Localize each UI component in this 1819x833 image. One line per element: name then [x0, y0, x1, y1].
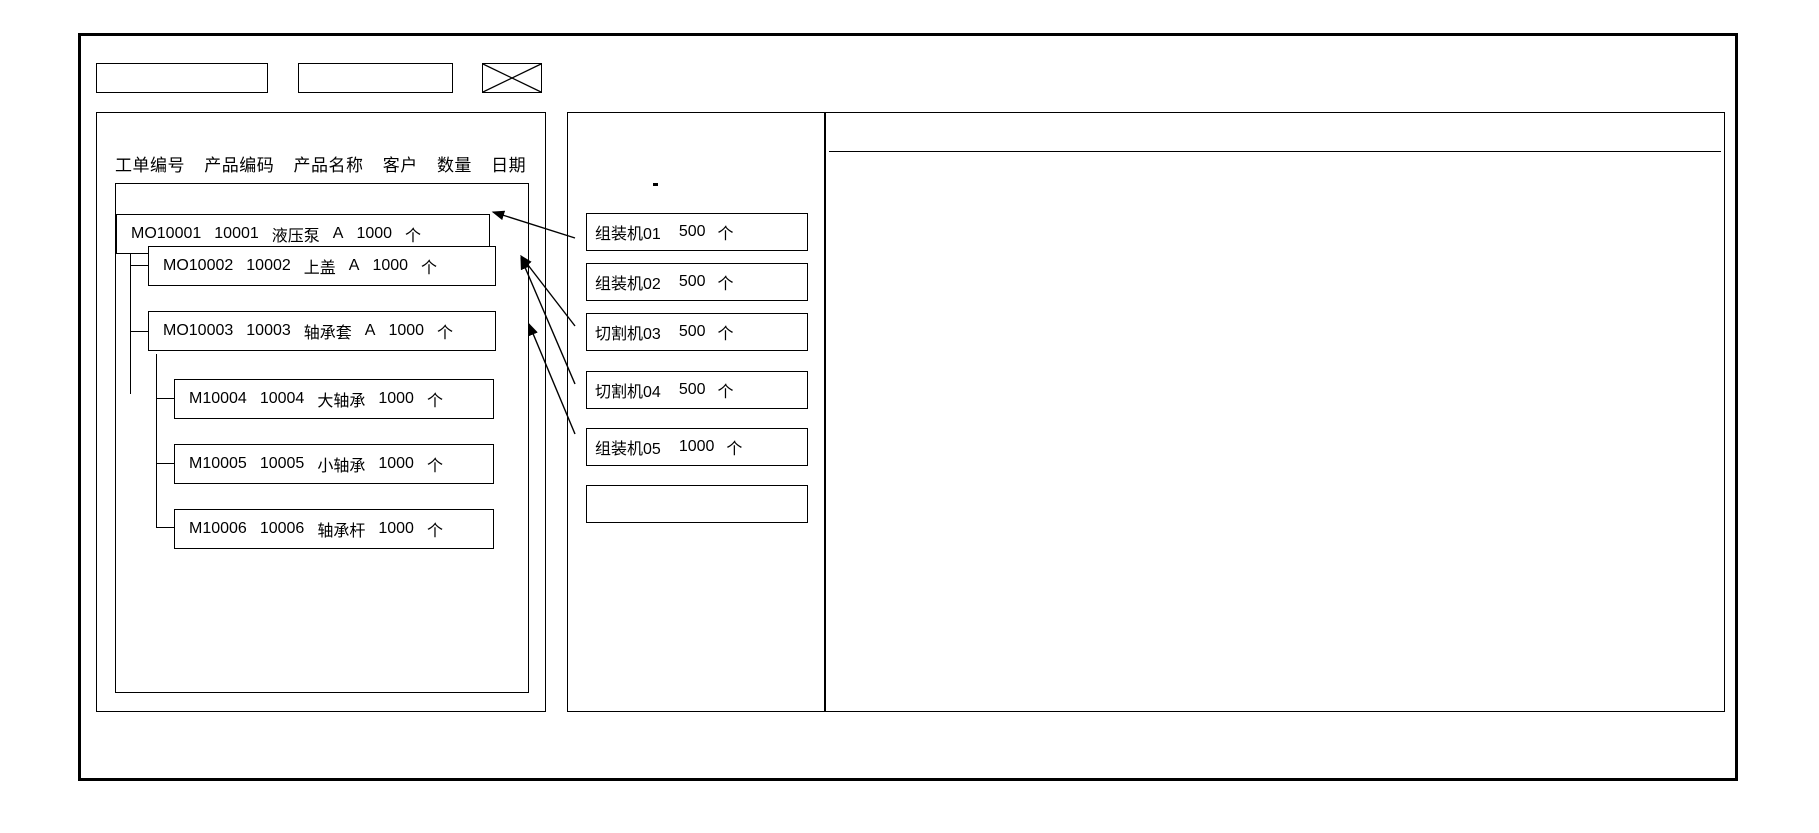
order-row-2-quantity: 1000: [388, 322, 425, 339]
order-row-1-quantity: 1000: [372, 257, 409, 274]
order-row-5-quantity: 1000: [378, 520, 414, 537]
order-row-3[interactable]: M10004 10004 大轴承 1000 个: [174, 379, 494, 419]
order-row-0-order-no: MO10001: [131, 225, 202, 242]
tree-connector-trunk-2: [156, 354, 157, 528]
crossed-box-icon[interactable]: [482, 63, 542, 93]
order-row-3-product-name: 大轴承: [317, 393, 366, 410]
machine-panel-marker: [653, 183, 658, 186]
order-row-5-product-name: 轴承杆: [317, 523, 366, 540]
orders-column-header: 工单编号 产品编码 产品名称 客户 数量 日期: [115, 151, 540, 176]
column-header-product-code: 产品编码: [204, 156, 275, 175]
machine-item-3-unit: 个: [717, 384, 734, 401]
machine-item-3-quantity: 500: [678, 381, 706, 398]
order-row-2[interactable]: MO10003 10003 轴承套 A 1000 个: [148, 311, 496, 351]
order-row-0-customer: A: [332, 225, 344, 242]
order-row-4-product-code: 10005: [259, 455, 305, 472]
machine-item-1[interactable]: 组装机02 500 个: [586, 263, 808, 301]
order-row-1-unit: 个: [421, 260, 438, 277]
machines-panel: 组装机01 500 个 组装机02 500 个 切割机03 500 个 切割机0…: [567, 112, 825, 712]
order-row-0-product-name: 液压泵: [271, 228, 320, 245]
machine-item-0-name: 组装机01: [595, 226, 661, 243]
order-row-4-quantity: 1000: [378, 455, 414, 472]
order-row-3-unit: 个: [426, 393, 443, 410]
order-row-5-unit: 个: [426, 523, 443, 540]
order-row-2-product-code: 10003: [246, 322, 291, 339]
order-row-3-quantity: 1000: [378, 390, 414, 407]
machine-item-5[interactable]: [586, 485, 808, 523]
machine-item-0-quantity: 500: [678, 223, 706, 240]
order-row-2-customer: A: [364, 322, 376, 339]
toolbar-input-2[interactable]: [298, 63, 453, 93]
order-row-2-product-name: 轴承套: [303, 325, 352, 342]
machine-item-1-quantity: 500: [678, 273, 706, 290]
machine-item-4-quantity: 1000: [678, 438, 715, 455]
machine-item-4-unit: 个: [726, 441, 743, 458]
detail-panel: [825, 112, 1725, 712]
tree-connector-elbow-3: [156, 398, 174, 399]
tree-connector-elbow-2: [130, 331, 148, 332]
order-row-4-order-no: M10005: [189, 455, 247, 472]
tree-connector-trunk-1: [130, 234, 131, 394]
machine-item-2-name: 切割机03: [595, 326, 661, 343]
column-header-order-no: 工单编号: [115, 156, 185, 175]
machine-item-4[interactable]: 组装机05 1000 个: [586, 428, 808, 466]
machine-item-2[interactable]: 切割机03 500 个: [586, 313, 808, 351]
machine-item-1-unit: 个: [717, 276, 734, 293]
column-header-quantity: 数量: [436, 156, 472, 175]
order-row-1-order-no: MO10002: [163, 257, 234, 274]
detail-panel-divider: [829, 151, 1721, 152]
order-row-3-order-no: M10004: [189, 390, 247, 407]
machine-item-4-name: 组装机05: [595, 441, 661, 458]
tree-connector-elbow-4: [156, 463, 174, 464]
column-header-date: 日期: [491, 156, 527, 175]
machine-item-3-name: 切割机04: [595, 384, 661, 401]
order-row-3-product-code: 10004: [259, 390, 305, 407]
column-header-product-name: 产品名称: [293, 156, 364, 175]
machine-item-1-name: 组装机02: [595, 276, 661, 293]
order-row-4-unit: 个: [426, 458, 443, 475]
order-row-1-customer: A: [348, 257, 360, 274]
order-row-2-unit: 个: [437, 325, 454, 342]
tree-connector-elbow-5: [156, 527, 174, 528]
column-header-customer: 客户: [382, 156, 418, 175]
order-row-2-order-no: MO10003: [163, 322, 234, 339]
order-row-0-product-code: 10001: [214, 225, 259, 242]
order-row-1-product-code: 10002: [246, 257, 291, 274]
tree-connector-elbow-1: [130, 265, 148, 266]
order-row-5[interactable]: M10006 10006 轴承杆 1000 个: [174, 509, 494, 549]
order-row-0-quantity: 1000: [356, 225, 393, 242]
order-row-0-unit: 个: [405, 228, 422, 245]
application-window: 工单编号 产品编码 产品名称 客户 数量 日期 MO10001 10001 液压…: [78, 33, 1738, 781]
order-row-4[interactable]: M10005 10005 小轴承 1000 个: [174, 444, 494, 484]
order-row-5-product-code: 10006: [259, 520, 305, 537]
machine-item-0[interactable]: 组装机01 500 个: [586, 213, 808, 251]
machine-item-0-unit: 个: [717, 226, 734, 243]
machine-item-3[interactable]: 切割机04 500 个: [586, 371, 808, 409]
order-row-5-order-no: M10006: [189, 520, 247, 537]
orders-panel: 工单编号 产品编码 产品名称 客户 数量 日期 MO10001 10001 液压…: [96, 112, 546, 712]
order-row-1[interactable]: MO10002 10002 上盖 A 1000 个: [148, 246, 496, 286]
orders-tree-container: MO10001 10001 液压泵 A 1000 个 MO10002 10002…: [115, 183, 529, 693]
order-row-4-product-name: 小轴承: [317, 458, 366, 475]
toolbar-input-1[interactable]: [96, 63, 268, 93]
order-row-1-product-name: 上盖: [303, 260, 336, 277]
machine-item-2-unit: 个: [717, 326, 734, 343]
machine-item-2-quantity: 500: [678, 323, 706, 340]
crossed-box-glyph: [483, 64, 541, 92]
